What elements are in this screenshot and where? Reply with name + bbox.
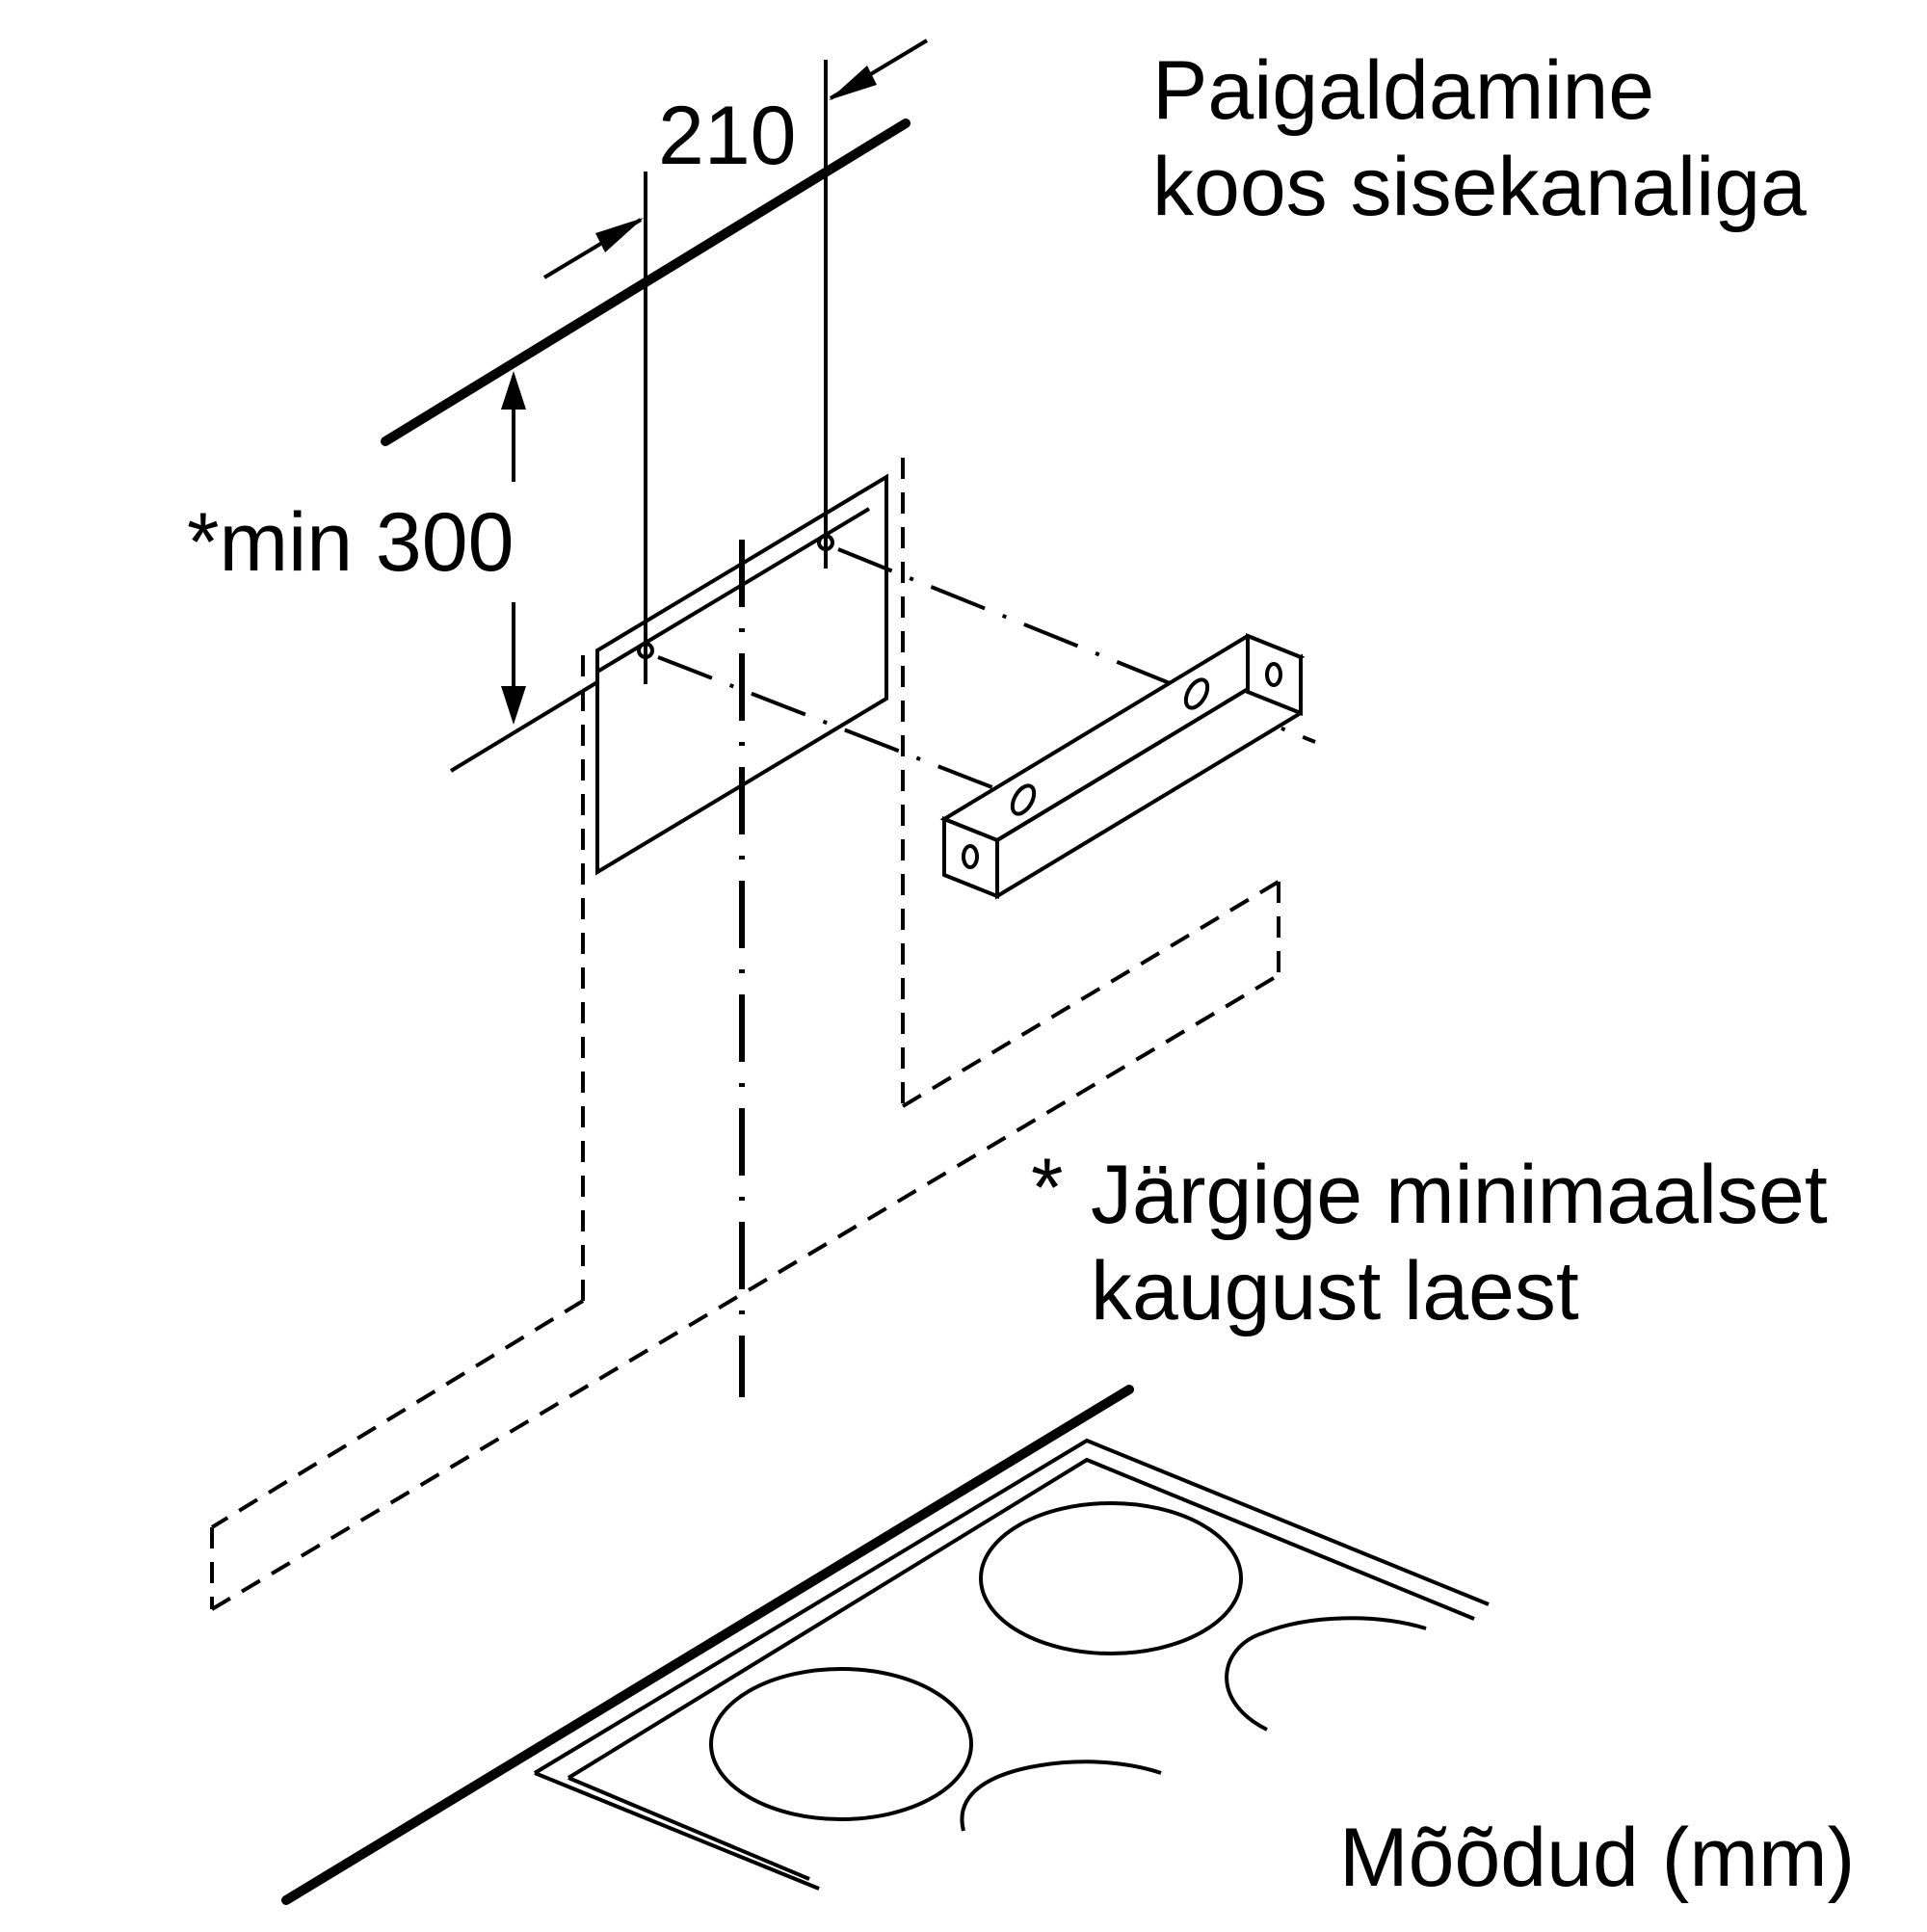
height-dimension <box>449 371 599 773</box>
width-dimension-label: 210 <box>658 90 797 182</box>
height-dimension-label: *min 300 <box>187 496 515 589</box>
wall-bracket <box>939 633 1306 900</box>
footnote-text: Järgige minimaalset kaugust laest <box>1091 1149 1828 1337</box>
cooktop <box>281 1385 1490 1905</box>
note-asterisk: * <box>1031 1142 1064 1234</box>
mounting-template <box>595 473 888 876</box>
units-label: Mõõdud (mm) <box>1339 1812 1856 1904</box>
width-dimension <box>542 39 929 684</box>
diagram-title: Paigaldamine koos sisekanaliga <box>1152 44 1807 233</box>
hood-outline <box>210 458 1280 1611</box>
